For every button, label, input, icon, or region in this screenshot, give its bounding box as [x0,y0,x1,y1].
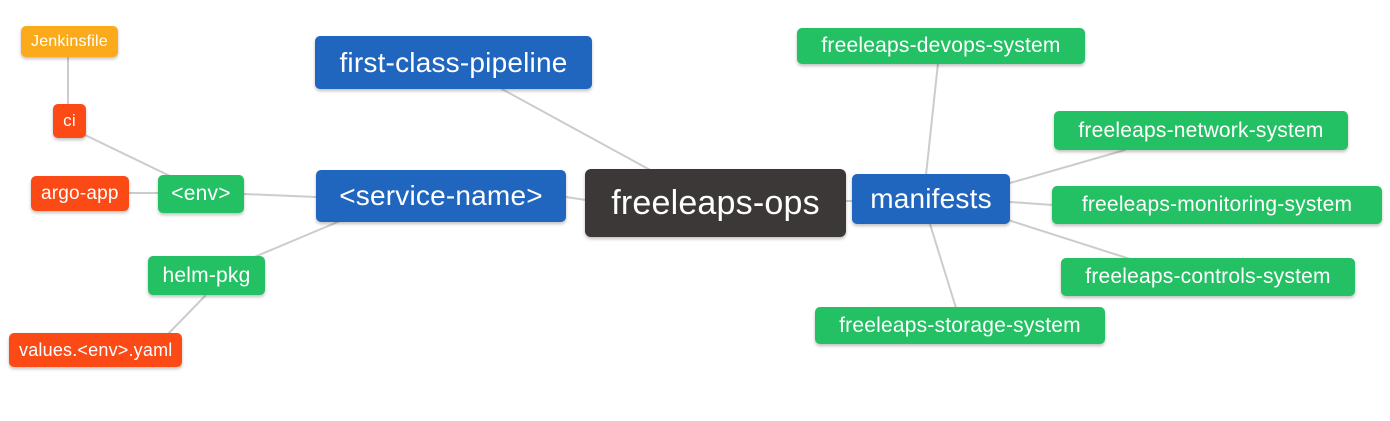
edge-env-service-name [243,193,317,198]
node-freeleaps-monitoring-system[interactable]: freeleaps-monitoring-system [1052,186,1382,224]
edge-fcp-freeleaps-ops [499,87,653,172]
edge-manifests-storage [929,223,957,309]
node-argo-app[interactable]: argo-app [31,176,129,211]
node-manifests[interactable]: manifests [852,174,1010,224]
edge-manifests-network [1009,149,1126,184]
node-values-env-yaml[interactable]: values.<env>.yaml [9,333,183,367]
edge-manifests-monitoring [1009,201,1054,206]
edge-ci-env [84,134,173,178]
node-freeleaps-storage-system[interactable]: freeleaps-storage-system [815,307,1105,344]
node-ci[interactable]: ci [53,104,86,138]
node-service-name[interactable]: <service-name> [316,170,566,222]
edge-helm-pkg-service-name [251,220,341,259]
node-freeleaps-devops-system[interactable]: freeleaps-devops-system [797,28,1085,64]
edge-values-helm-pkg [167,295,206,335]
edge-manifests-controls [1007,219,1131,260]
node-freeleaps-controls-system[interactable]: freeleaps-controls-system [1061,258,1355,296]
edge-manifests-devops [925,62,939,176]
node-helm-pkg[interactable]: helm-pkg [148,256,265,295]
node-freeleaps-network-system[interactable]: freeleaps-network-system [1054,111,1348,150]
node-jenkinsfile[interactable]: Jenkinsfile [21,26,118,57]
node-first-class-pipeline[interactable]: first-class-pipeline [315,36,592,89]
node-freeleaps-ops-root[interactable]: freeleaps-ops [585,169,846,237]
edge-service-name-freeleaps-ops [565,196,587,201]
node-env[interactable]: <env> [158,175,244,213]
